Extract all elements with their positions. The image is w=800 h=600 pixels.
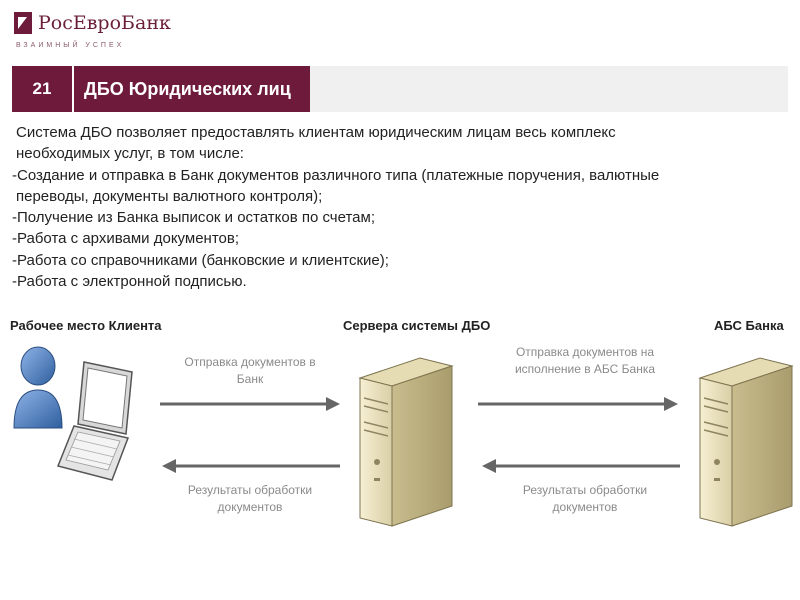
list-item: -Получение из Банка выписок и остатков п… [12, 209, 375, 227]
arrow-send-label: Отправка документов в Банк [160, 354, 340, 388]
bank-tagline: ВЗАИМНЫЙ УСПЕХ [16, 42, 125, 49]
slide-number: 21 [12, 66, 72, 112]
arrow-abs-results-label-line-1: Результаты обработки [522, 483, 648, 497]
arrow-send-to-bank [160, 397, 340, 411]
arrow-send-to-abs [478, 397, 678, 411]
body-text: Система ДБО позволяет предоставлять клие… [12, 122, 782, 292]
dbo-diagram: Рабочее место Клиента Сервера системы ДБ… [0, 310, 800, 570]
arrow-results-to-client [162, 459, 340, 473]
arrow-send-label-line-1: Отправка документов в [184, 355, 316, 369]
diagram-graphics [13, 346, 794, 527]
dbo-server-icon [358, 357, 454, 527]
arrow-abs-results-label: Результаты обработки документов [490, 482, 680, 516]
arrow-abs-send-label-line-1: Отправка документов на [515, 345, 655, 359]
abs-label: АБС Банка [714, 318, 784, 333]
intro-line-2: необходимых услуг, в том числе: [16, 145, 244, 163]
abs-server-icon [698, 357, 794, 527]
arrow-results-to-server [482, 459, 680, 473]
arrow-send-label-line-2: Банк [236, 372, 264, 386]
arrow-abs-send-label-line-2: исполнение в АБС Банка [514, 362, 656, 376]
bank-logo-icon [14, 12, 32, 34]
list-item: -Работа с архивами документов; [12, 230, 239, 248]
bank-name: РосЕвроБанк [38, 12, 171, 34]
bank-logo: РосЕвроБанк ВЗАИМНЫЙ УСПЕХ [14, 8, 174, 52]
list-item: -Создание и отправка в Банк документов р… [12, 166, 660, 184]
arrow-results-label-line-2: документов [217, 500, 283, 514]
server-label: Сервера системы ДБО [343, 318, 491, 333]
arrow-abs-results-label-line-2: документов [552, 500, 618, 514]
list-item-continuation: переводы, документы валютного контроля); [16, 187, 323, 205]
client-person-icon [13, 346, 63, 429]
arrow-results-label-line-1: Результаты обработки [187, 483, 313, 497]
list-item: -Работа со справочниками (банковские и к… [12, 251, 389, 269]
intro-line-1: Система ДБО позволяет предоставлять клие… [16, 124, 616, 141]
client-laptop-icon [56, 361, 133, 481]
client-label: Рабочее место Клиента [10, 318, 162, 333]
list-item: -Работа с электронной подписью. [12, 273, 247, 291]
slide-title: ДБО Юридических лиц [72, 66, 310, 112]
arrow-results-label: Результаты обработки документов [160, 482, 340, 516]
arrow-abs-send-label: Отправка документов на исполнение в АБС … [490, 344, 680, 378]
